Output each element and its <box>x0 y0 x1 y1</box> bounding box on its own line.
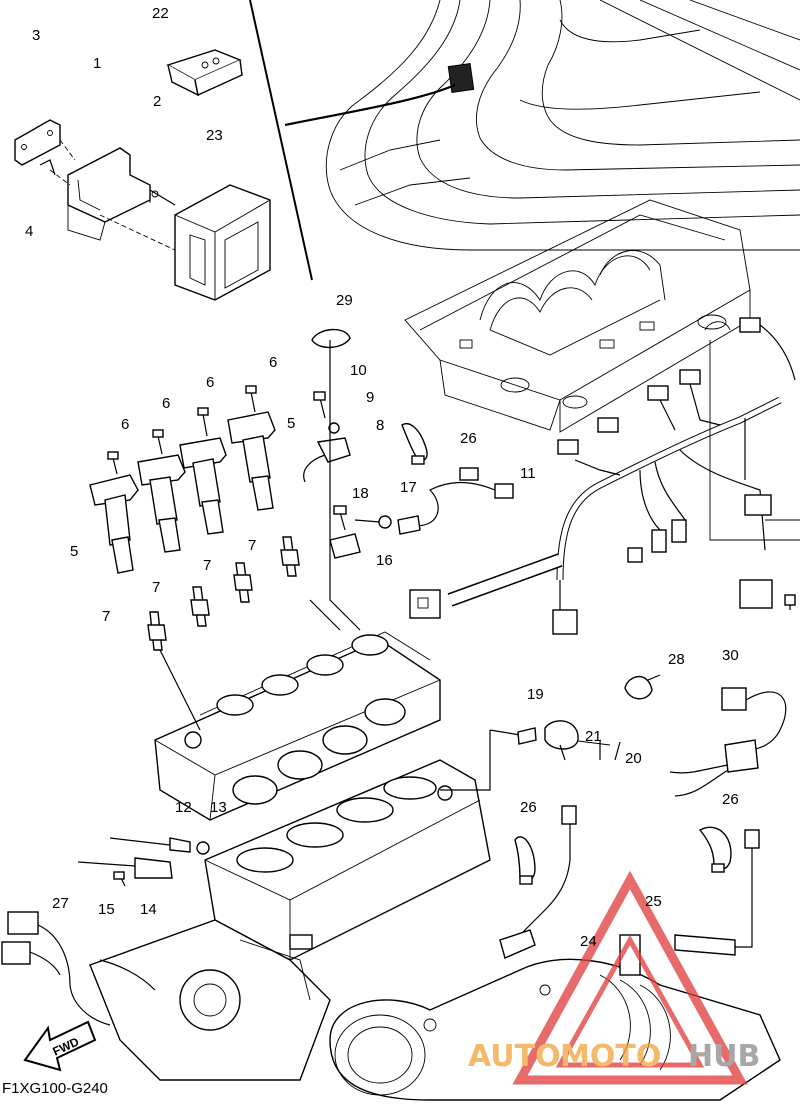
callout-23: 23 <box>206 127 223 144</box>
callout-16: 16 <box>376 552 393 569</box>
callout-1: 1 <box>93 55 101 72</box>
callout-15: 15 <box>98 901 115 918</box>
callout-25: 25 <box>645 893 662 910</box>
spark-plugs <box>147 536 300 651</box>
callout-21: 21 <box>585 728 602 745</box>
callout-6d: 6 <box>121 416 129 433</box>
small-parts-left <box>1 837 210 1026</box>
callout-12: 12 <box>175 799 192 816</box>
callout-9: 9 <box>366 389 374 406</box>
watermark: AUTO MOTO HUB <box>468 870 760 1085</box>
callout-6c: 6 <box>162 395 170 412</box>
callout-24: 24 <box>580 933 597 950</box>
engine-bay <box>404 199 751 433</box>
callout-27: 27 <box>52 895 69 912</box>
callout-3: 3 <box>32 27 40 44</box>
callout-7d: 7 <box>102 608 110 625</box>
callout-13: 13 <box>210 799 227 816</box>
part-code: F1XG100-G240 <box>2 1080 108 1097</box>
cylinder-block <box>89 759 491 1081</box>
callout-2: 2 <box>153 93 161 110</box>
callout-20: 20 <box>625 750 642 767</box>
callout-7a: 7 <box>248 537 256 554</box>
callout-30: 30 <box>722 647 739 664</box>
callout-18: 18 <box>352 485 369 502</box>
watermark-moto: MOTO <box>560 1039 661 1074</box>
callout-17: 17 <box>400 479 417 496</box>
sensors-right <box>499 674 787 959</box>
hull-deck <box>284 0 800 251</box>
callout-8: 8 <box>376 417 384 434</box>
wire-harness <box>409 317 800 635</box>
cylinder-head <box>154 631 441 821</box>
sensors <box>303 328 514 559</box>
callout-26b: 26 <box>520 799 537 816</box>
callout-4: 4 <box>25 223 33 240</box>
callout-7c: 7 <box>152 579 160 596</box>
callout-6a: 6 <box>269 354 277 371</box>
callout-labels: 22 3 1 2 23 4 29 6 10 6 9 6 5 8 26 6 11 … <box>25 5 739 950</box>
ecu-bracket-assembly <box>14 49 271 301</box>
callout-22: 22 <box>152 5 169 22</box>
fwd-arrow: FWD <box>23 1020 97 1072</box>
callout-6b: 6 <box>206 374 214 391</box>
callout-29: 29 <box>336 292 353 309</box>
callout-5b: 5 <box>70 543 78 560</box>
callout-26c: 26 <box>722 791 739 808</box>
callout-28: 28 <box>668 651 685 668</box>
callout-10: 10 <box>350 362 367 379</box>
watermark-hub: HUB <box>688 1039 760 1074</box>
ignition-coils <box>89 385 276 574</box>
callout-11: 11 <box>520 465 536 482</box>
callout-14: 14 <box>140 901 157 918</box>
callout-26a: 26 <box>460 430 477 447</box>
divider-line <box>249 0 313 281</box>
callout-7b: 7 <box>203 557 211 574</box>
callout-5a: 5 <box>287 415 295 432</box>
leader-lines <box>159 340 621 791</box>
watermark-auto: AUTO <box>468 1039 561 1074</box>
callout-19: 19 <box>527 686 544 703</box>
